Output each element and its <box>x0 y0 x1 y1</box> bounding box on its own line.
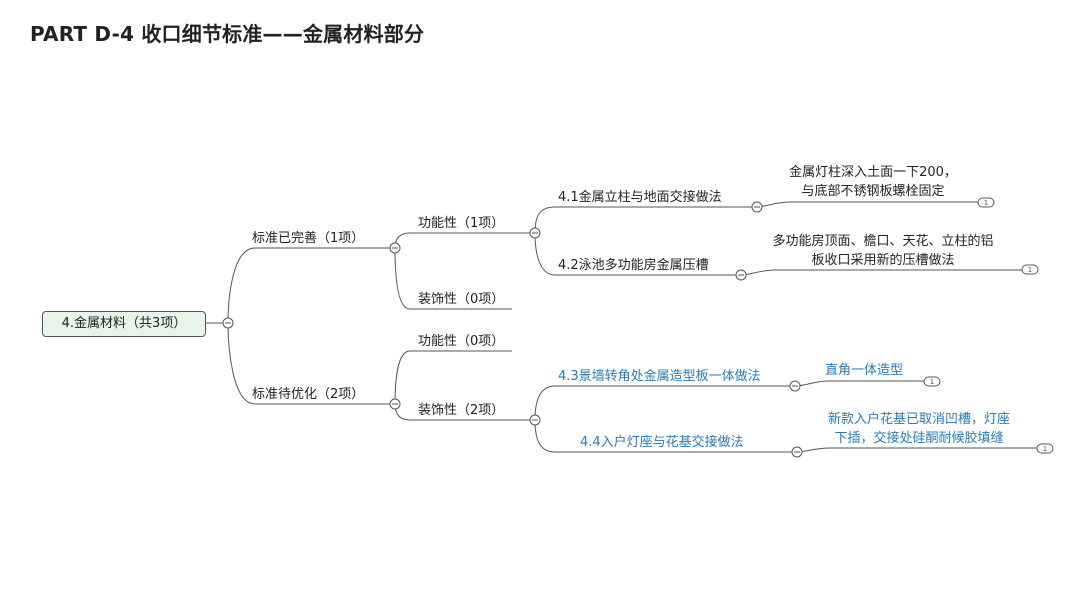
category-node-functional[interactable]: 功能性（0项） <box>418 334 505 349</box>
badge-pill <box>923 376 941 387</box>
item-note: 金属灯柱深入土面一下200， 与底部不锈钢板螺栓固定 <box>789 165 957 199</box>
badge-pill <box>977 197 995 208</box>
page-title: PART D-4 收口细节标准——金属材料部分 <box>30 22 425 46</box>
item-node-4-1[interactable]: 4.1金属立柱与地面交接做法 <box>558 190 722 205</box>
item-note: 多功能房顶面、檐口、天花、立柱的铝 板收口采用新的压槽做法 <box>772 234 994 268</box>
item-note: 新款入户花基已取消凹槽，灯座 下插，交接处硅酮耐候胶填缝 <box>827 412 1010 446</box>
category-node-decorative[interactable]: 装饰性（0项） <box>418 292 505 307</box>
badge-pill <box>1036 443 1054 454</box>
badge-pill <box>1021 264 1039 275</box>
item-node-4-4[interactable]: 4.4入户灯座与花基交接做法 <box>580 435 744 450</box>
badge-count: 1 <box>1043 445 1047 453</box>
badge-count: 1 <box>984 199 988 207</box>
item-note: 直角一体造型 <box>824 363 903 378</box>
item-node-4-2[interactable]: 4.2泳池多功能房金属压槽 <box>558 258 709 273</box>
category-node-decorative[interactable]: 装饰性（2项） <box>418 403 505 418</box>
branch-node-standard-pending[interactable]: 标准待优化（2项） <box>252 387 365 402</box>
badge-count: 1 <box>1028 266 1032 274</box>
badge-count: 1 <box>930 378 934 386</box>
branch-node-standard-complete[interactable]: 标准已完善（1项） <box>252 231 365 246</box>
root-node[interactable]: 4.金属材料（共3项） <box>42 311 206 337</box>
category-node-functional[interactable]: 功能性（1项） <box>418 216 505 231</box>
item-node-4-3[interactable]: 4.3景墙转角处金属造型板一体做法 <box>558 369 761 384</box>
